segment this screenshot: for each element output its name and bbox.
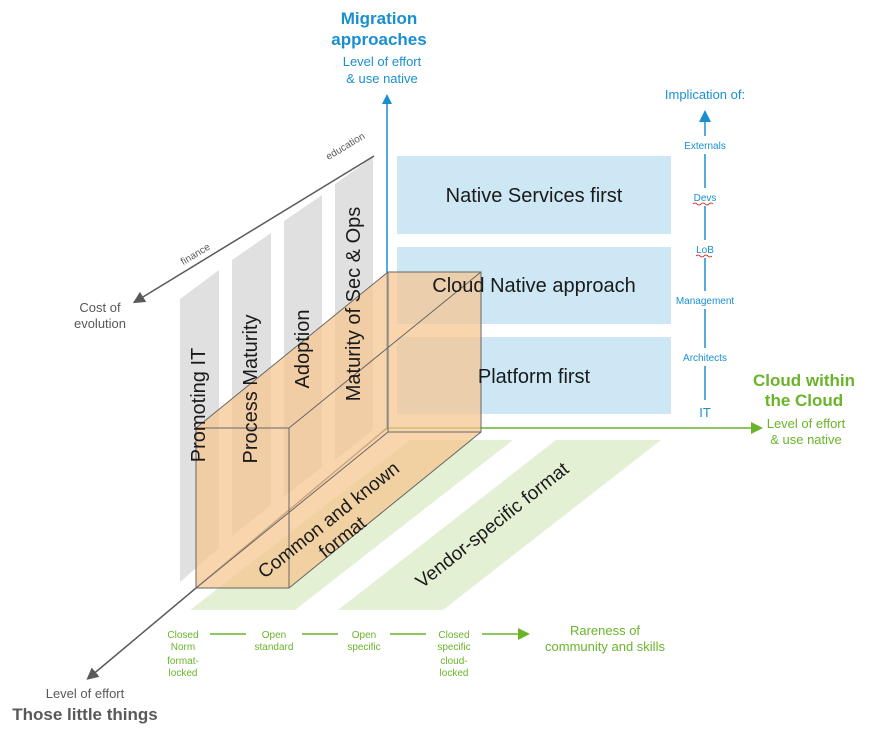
pillar-label-promoting-it: Promoting IT [188, 348, 210, 462]
svg-text:Open: Open [352, 630, 376, 641]
implication-item-lob: LoB [696, 245, 714, 256]
svg-text:Open: Open [262, 630, 286, 641]
back-axis [132, 155, 375, 304]
vertical-axis-sub-line2: & use native [346, 71, 418, 86]
svg-text:cloud-: cloud- [440, 656, 467, 667]
back-axis-label-line2: evolution [74, 316, 126, 331]
cube-side-face [289, 272, 481, 588]
svg-text:standard: standard [255, 642, 294, 653]
implication-ladder: Implication of: Externals Devs LoB Manag… [665, 87, 745, 420]
rareness-scale: Closed Norm format- locked Open standard… [167, 623, 665, 679]
implication-arrowhead [699, 110, 711, 122]
svg-text:locked: locked [169, 668, 198, 679]
rareness-step-closed-norm: Closed Norm format- locked [167, 630, 199, 679]
implication-item-it: IT [699, 405, 711, 420]
svg-text:Closed: Closed [438, 630, 469, 641]
rareness-step-closed-specific: Closed specific cloud- locked [437, 630, 470, 679]
horizontal-axis-sub-line1: Level of effort [767, 416, 846, 431]
svg-text:specific: specific [437, 642, 470, 653]
horizontal-axis-title-line1: Cloud within [753, 371, 855, 390]
devs-squiggle [692, 202, 714, 206]
vertical-axis-title-line2: approaches [331, 30, 426, 49]
implication-item-devs: Devs [694, 193, 717, 204]
implication-item-architects: Architects [683, 353, 727, 364]
svg-text:format-: format- [167, 656, 199, 667]
svg-text:Norm: Norm [171, 642, 195, 653]
pillar-label-sec-ops: Maturity of Sec & Ops [343, 207, 365, 402]
native-services-label: Native Services first [446, 185, 623, 207]
horizontal-axis-title-line2: the Cloud [765, 391, 843, 410]
pillar-label-process-maturity: Process Maturity [240, 315, 262, 464]
rareness-label-line1: Rareness of [570, 623, 640, 638]
depth-axis-sub: Level of effort [46, 686, 125, 701]
vertical-axis-sub-line1: Level of effort [343, 54, 422, 69]
svg-text:Closed: Closed [167, 630, 198, 641]
vertical-axis-title-line1: Migration [341, 9, 418, 28]
horizontal-axis-sub-line2: & use native [770, 432, 842, 447]
rareness-step-open-specific: Open specific [347, 630, 380, 653]
platform-first-label: Platform first [478, 366, 591, 388]
implication-item-externals: Externals [684, 141, 726, 152]
cube-front-face [196, 428, 289, 588]
back-axis-label-line1: Cost of [79, 300, 121, 315]
format-cube [195, 271, 482, 589]
rareness-label-line2: community and skills [545, 639, 665, 654]
svg-text:specific: specific [347, 642, 380, 653]
vendor-format-plane [338, 440, 661, 610]
native-services-box [397, 156, 671, 234]
cloud-native-label: Cloud Native approach [432, 275, 635, 297]
lob-squiggle [695, 254, 713, 258]
back-axis-tick-education: education [324, 131, 367, 163]
depth-axis-title: Those little things [12, 705, 157, 724]
svg-text:locked: locked [440, 668, 469, 679]
implication-item-management: Management [676, 296, 735, 307]
rareness-step-open-standard: Open standard [255, 630, 294, 653]
implication-title: Implication of: [665, 87, 745, 102]
pillar-label-adoption: Adoption [292, 310, 314, 389]
cube-top-face [196, 272, 481, 428]
